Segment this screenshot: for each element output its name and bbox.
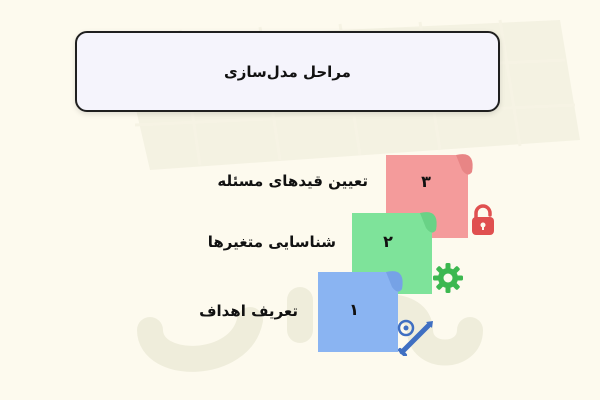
step-2-label: شناسایی متغیرها (207, 233, 336, 251)
gear-icon (433, 263, 463, 293)
step-1-number: ۱ (349, 300, 359, 319)
lock-icon (472, 204, 494, 235)
target-dart-icon (397, 319, 433, 356)
step-3-number: ۳ (421, 172, 431, 191)
diagram-title: مراحل مدل‌سازی (224, 62, 351, 81)
step-1-label: تعریف اهداف (199, 302, 298, 320)
step-3-label: تعیین قیدهای مسئله (217, 172, 368, 190)
title-box: مراحل مدل‌سازی (75, 31, 500, 112)
step-1-banner (318, 271, 403, 352)
step-2-number: ۲ (383, 232, 393, 251)
